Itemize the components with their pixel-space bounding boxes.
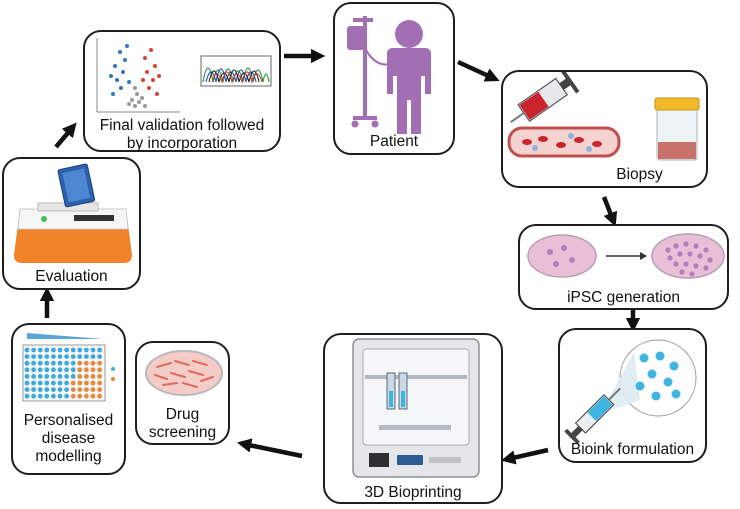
step-biopsy-label: Biopsy xyxy=(616,166,663,183)
step-modelling-label-line3: modelling xyxy=(35,448,102,465)
step-final-validation-label-line1: Final validation followed xyxy=(99,117,265,134)
step-final-validation: Final validation followed by incorporati… xyxy=(83,30,281,152)
step-evaluation: Evaluation xyxy=(2,157,141,290)
bioink-graphic xyxy=(564,339,697,445)
patient-icon xyxy=(347,16,431,134)
step-evaluation-label: Evaluation xyxy=(35,268,108,285)
step-disease-modelling: Personalised disease modelling xyxy=(11,323,126,475)
step-modelling-label-line1: Personalised xyxy=(23,412,114,429)
step-bioprinting-label: 3D Bioprinting xyxy=(364,484,462,501)
step-patient: Patient xyxy=(333,2,455,155)
step-drug-label-line2: screening xyxy=(148,424,217,441)
step-bioink-formulation: Bioink formulation xyxy=(558,328,707,463)
arrow-evaluation-to-validation xyxy=(54,122,77,149)
well-plate-graphic xyxy=(22,333,115,402)
bioprinter-icon xyxy=(352,338,480,478)
arrow-bioink-to-printing xyxy=(500,447,549,465)
step-drug-screening: Drug screening xyxy=(135,341,230,445)
tissue-dish-graphic xyxy=(145,350,223,396)
petri-dish-graphic xyxy=(527,233,725,279)
step-3d-bioprinting: 3D Bioprinting xyxy=(323,333,503,504)
step-bioink-label: Bioink formulation xyxy=(570,441,695,458)
step-final-validation-label-line2: by incorporation xyxy=(126,135,238,152)
arrow-biopsy-to-ipsc xyxy=(601,196,618,227)
arrow-patient-to-biopsy xyxy=(457,59,500,82)
step-ipsc-label: iPSC generation xyxy=(567,289,680,306)
step-patient-label: Patient xyxy=(369,133,419,150)
step-drug-label-line1: Drug xyxy=(165,406,200,423)
step-biopsy: Biopsy xyxy=(501,70,708,188)
analyser-device-graphic xyxy=(14,163,132,263)
step-ipsc-generation: iPSC generation xyxy=(518,224,729,310)
volcano-plot-graphic xyxy=(96,38,272,113)
arrow-printing-to-drug xyxy=(236,438,303,459)
biopsy-graphic xyxy=(507,72,700,161)
step-modelling-label-line2: disease xyxy=(41,430,96,447)
